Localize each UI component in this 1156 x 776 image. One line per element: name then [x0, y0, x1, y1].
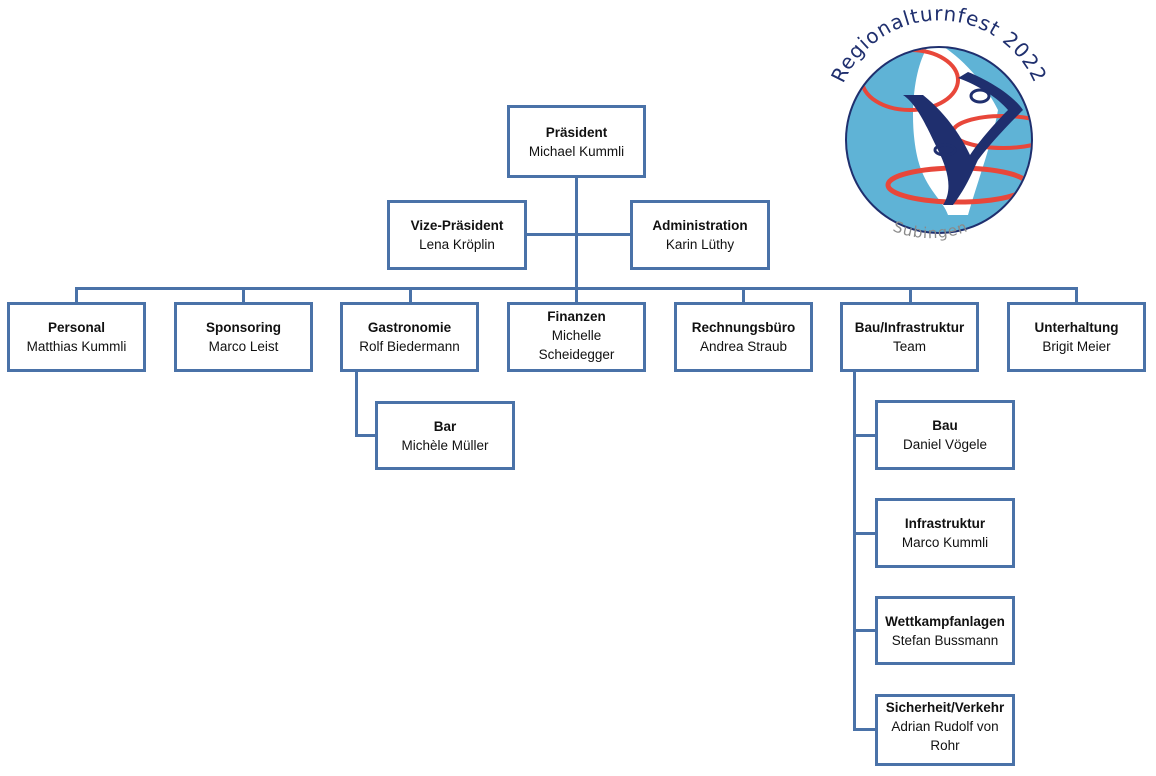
org-box-unterhaltung: Unterhaltung Brigit Meier [1007, 302, 1146, 372]
connector-gastro-sub-vertical [355, 371, 358, 437]
person-name: Michèle Müller [401, 437, 489, 453]
org-box-sponsoring: Sponsoring Marco Leist [174, 302, 313, 372]
person-name: Adrian Rudolf von Rohr [891, 719, 999, 753]
connector-dept-unterhaltung [1075, 287, 1078, 303]
person-name: Karin Lüthy [665, 237, 735, 252]
person-name: Brigit Meier [1042, 339, 1111, 354]
logo-navy-swirl-2 [933, 143, 957, 157]
person-name: Marco Kummli [901, 535, 989, 550]
connector-gastro-bar [355, 434, 376, 437]
org-box-bar: Bar Michèle Müller [375, 401, 515, 470]
connector-wettkampfanlagen [853, 629, 876, 632]
person-name: Rolf Biedermann [359, 339, 460, 354]
org-box-administration: Administration Karin Lüthy [630, 200, 770, 270]
person-name: Michelle Scheidegger [538, 328, 615, 362]
person-name: Andrea Straub [699, 339, 788, 354]
org-box-finanzen: Finanzen Michelle Scheidegger [507, 302, 646, 372]
connector-bau [853, 434, 876, 437]
role-label: Vize-Präsident [410, 218, 504, 233]
role-label: Wettkampfanlagen [885, 613, 1005, 629]
person-name: Stefan Bussmann [891, 632, 999, 648]
person-name: Lena Kröplin [419, 237, 495, 252]
org-box-infrastruktur: Infrastruktur Marco Kummli [875, 498, 1015, 568]
connector-vp-admin [526, 233, 631, 236]
person-name: Daniel Vögele [902, 437, 988, 452]
connector-dept-rechnungsbuero [742, 287, 745, 303]
connector-dept-personal [75, 287, 78, 303]
role-label: Sponsoring [206, 320, 281, 335]
role-label: Finanzen [547, 309, 606, 324]
regionalturnfest-logo: Regionalturnfest 2022 Subingen [826, 1, 1051, 242]
org-box-bau-infrastruktur: Bau/Infrastruktur Team [840, 302, 979, 372]
connector-infrastruktur [853, 532, 876, 535]
connector-dept-sponsoring [242, 287, 245, 303]
role-label: Bau/Infrastruktur [854, 320, 965, 335]
org-box-personal: Personal Matthias Kummli [7, 302, 146, 372]
org-box-vice-president: Vize-Präsident Lena Kröplin [387, 200, 527, 270]
org-box-sicherheit-verkehr: Sicherheit/Verkehr Adrian Rudolf von Roh… [875, 694, 1015, 766]
connector-dept-gastronomie [409, 287, 412, 303]
connector-dept-bau-infrastruktur [909, 287, 912, 303]
person-name: Team [892, 339, 926, 354]
role-label: Gastronomie [367, 320, 452, 335]
role-label: Administration [652, 218, 748, 233]
connector-dept-finanzen [575, 287, 578, 303]
connector-bau-sub-vertical [853, 371, 856, 731]
org-box-gastronomie: Gastronomie Rolf Biedermann [340, 302, 479, 372]
role-label: Infrastruktur [904, 516, 986, 531]
role-label: Personal [47, 320, 106, 335]
role-label: Unterhaltung [1034, 320, 1119, 335]
role-label: Bau [932, 418, 958, 433]
org-box-wettkampfanlagen: Wettkampfanlagen Stefan Bussmann [875, 596, 1015, 665]
org-box-president: Präsident Michael Kummli [507, 105, 646, 178]
role-label: Sicherheit/Verkehr [885, 700, 1005, 715]
logo-gymnast-figure [903, 72, 1023, 205]
person-name: Matthias Kummli [26, 339, 127, 354]
role-label: Rechnungsbüro [691, 320, 796, 335]
role-label: Bar [433, 418, 457, 434]
person-name: Michael Kummli [528, 143, 625, 159]
logo-navy-swirl-1 [969, 88, 991, 104]
org-box-bau: Bau Daniel Vögele [875, 400, 1015, 470]
role-label: Präsident [545, 124, 608, 140]
person-name: Marco Leist [208, 339, 279, 354]
org-box-rechnungsbuero: Rechnungsbüro Andrea Straub [674, 302, 813, 372]
connector-sicherheit [853, 728, 876, 731]
